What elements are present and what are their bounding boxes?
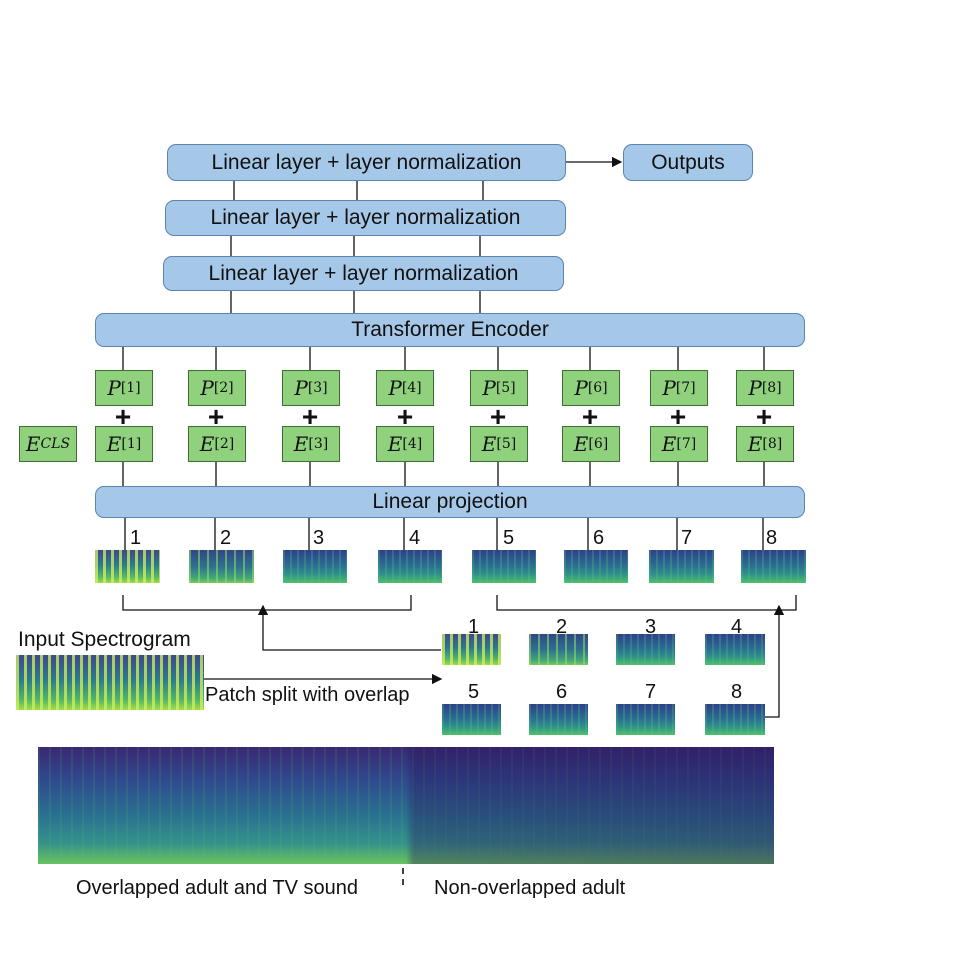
position-embedding-2: P[2] (188, 370, 246, 406)
position-embedding-1: P[1] (95, 370, 153, 406)
split-number-4: 4 (731, 616, 743, 638)
patch-embedding-7: E[7] (650, 426, 708, 462)
patch-embedding-5: E[5] (470, 426, 528, 462)
patch-image-2 (189, 550, 254, 583)
patch-image-8 (741, 550, 806, 583)
patch-number-4: 4 (409, 527, 421, 549)
input-spectrogram-image (16, 655, 204, 710)
position-embedding-6: P[6] (562, 370, 620, 406)
position-embedding-5: P[5] (470, 370, 528, 406)
split-patch-5 (442, 704, 501, 735)
input-spectrogram-label: Input Spectrogram (18, 628, 191, 651)
outputs-label: Outputs (651, 150, 725, 174)
patch-number-6: 6 (593, 527, 605, 549)
plus-icon: + (669, 401, 687, 432)
plus-icon: + (114, 401, 132, 432)
non-overlapped-label: Non-overlapped adult (434, 877, 626, 899)
split-number-7: 7 (645, 681, 657, 703)
split-patch-8 (705, 704, 765, 735)
patch-number-1: 1 (130, 527, 142, 549)
split-patch-2 (529, 634, 588, 665)
split-patch-1 (442, 634, 501, 665)
plus-icon: + (581, 401, 599, 432)
split-number-5: 5 (468, 681, 480, 703)
position-embedding-7: P[7] (650, 370, 708, 406)
patch-image-7 (649, 550, 714, 583)
linear-layer-label: Linear layer + layer normalization (208, 261, 519, 285)
split-patch-4 (705, 634, 765, 665)
patch-image-6 (564, 550, 628, 583)
linear-projection: Linear projection (95, 486, 805, 518)
patch-image-4 (378, 550, 442, 583)
plus-icon: + (207, 401, 225, 432)
plus-icon: + (489, 401, 507, 432)
position-embedding-4: P[4] (376, 370, 434, 406)
plus-icon: + (755, 401, 773, 432)
split-patch-3 (616, 634, 675, 665)
transformer-label: Transformer Encoder (351, 318, 549, 341)
split-number-6: 6 (556, 681, 568, 703)
outputs-box: Outputs (623, 144, 753, 181)
position-embedding-8: P[8] (736, 370, 794, 406)
patch-number-5: 5 (503, 527, 515, 549)
linear-layer-label: Linear layer + layer normalization (211, 150, 522, 174)
full-spectrogram-image (38, 747, 774, 864)
position-embedding-3: P[3] (282, 370, 340, 406)
linear-layer-label: Linear layer + layer normalization (210, 206, 521, 229)
split-number-2: 2 (556, 616, 568, 638)
split-number-8: 8 (731, 681, 743, 703)
plus-icon: + (396, 401, 414, 432)
split-patch-6 (529, 704, 588, 735)
patch-number-2: 2 (220, 527, 232, 549)
patch-embedding-3: E[3] (282, 426, 340, 462)
linear-layer-middle: Linear layer + layer normalization (165, 200, 566, 236)
patch-embedding-2: E[2] (188, 426, 246, 462)
patch-embedding-6: E[6] (562, 426, 620, 462)
linear-layer-bottom: Linear layer + layer normalization (163, 256, 564, 291)
plus-icon: + (301, 401, 319, 432)
patch-embedding-1: E[1] (95, 426, 153, 462)
linear-layer-top: Linear layer + layer normalization (167, 144, 566, 181)
split-patch-7 (616, 704, 675, 735)
projection-label: Linear projection (372, 490, 528, 513)
patch-image-1 (95, 550, 160, 583)
split-number-1: 1 (468, 616, 480, 638)
patch-embedding-8: E[8] (736, 426, 794, 462)
patch-number-7: 7 (681, 527, 693, 549)
split-number-3: 3 (645, 616, 657, 638)
overlapped-label: Overlapped adult and TV sound (76, 877, 359, 899)
patch-number-8: 8 (766, 527, 778, 549)
patch-image-3 (283, 550, 347, 583)
patch-number-3: 3 (313, 527, 325, 549)
patch-embedding-4: E[4] (376, 426, 434, 462)
patch-image-5 (472, 550, 536, 583)
patch-split-label: Patch split with overlap (205, 684, 410, 706)
transformer-encoder: Transformer Encoder (95, 313, 805, 347)
